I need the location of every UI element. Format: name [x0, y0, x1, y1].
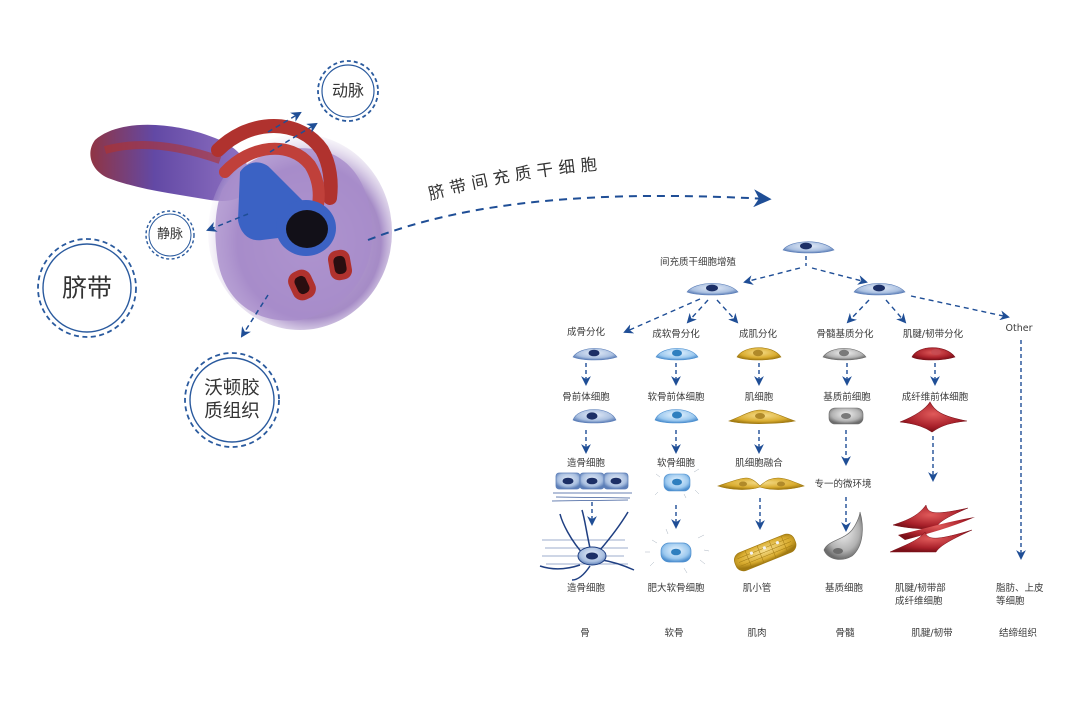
cartilage-cell-1 — [655, 348, 699, 361]
hypertrophic-chondrocyte-cell — [645, 528, 710, 574]
artery-tube-2 — [219, 142, 325, 211]
bone-precursor-cell — [572, 409, 617, 424]
myotube-label: 肌小管 — [742, 583, 772, 594]
myocyte-fusion-cells — [717, 477, 805, 490]
hypertrophic-chondrocyte-label: 肥大软骨细胞 — [647, 583, 705, 594]
label-circles — [37, 60, 379, 448]
msc-curve-label: 脐带间充质干细胞 — [426, 154, 603, 204]
wharton-jelly-line2: 质组织 — [204, 401, 260, 422]
vein-circle — [145, 210, 195, 260]
myocyte-cell — [728, 409, 797, 424]
arrow-to-artery-1 — [267, 111, 302, 133]
arrow-to-vein — [206, 213, 249, 232]
arrow-to-right-stem — [811, 267, 868, 285]
tendon-fibroblast-line1: 肌腱/韧带部 — [895, 583, 946, 594]
marrow-differentiation-label: 骨髓基质分化 — [816, 329, 874, 340]
cord-arrows — [206, 111, 318, 338]
myocyte-fusion-label: 肌细胞融合 — [735, 458, 783, 469]
umbilical-cord-illustration — [90, 119, 392, 330]
cartilage-precursor-cell — [654, 409, 699, 424]
bone-precursor-label: 骨前体细胞 — [562, 392, 610, 403]
osteocyte-label: 造骨细胞 — [566, 583, 606, 594]
artery-tube-1 — [211, 119, 338, 205]
osteoblast-label: 造骨细胞 — [566, 458, 606, 469]
myotube — [734, 533, 797, 572]
tissue-marrow: 骨髓 — [835, 628, 855, 639]
artery-circle — [317, 60, 379, 122]
other-cells-line2: 等细胞 — [996, 596, 1025, 607]
stromal-cell — [823, 511, 863, 560]
arrow-to-wharton — [240, 294, 269, 338]
chondrocyte-label: 软骨细胞 — [656, 458, 696, 469]
stem-cell-right — [853, 283, 906, 296]
muscle-cell-1 — [736, 347, 782, 361]
arrows-row2 — [581, 430, 938, 482]
proliferation-label: 间充质干细胞增殖 — [660, 257, 737, 268]
cartilage-precursor-label: 软骨前体细胞 — [647, 392, 705, 403]
bone-differentiation-label: 成骨分化 — [566, 327, 606, 338]
muscle-differentiation-label: 成肌分化 — [738, 329, 778, 340]
tissue-cartilage: 软骨 — [664, 628, 684, 639]
other-cells-line1: 脂肪、上皮 — [996, 583, 1044, 594]
stromal-precursor-label: 基质前细胞 — [823, 392, 871, 403]
differentiation-tree — [539, 241, 1026, 581]
arrows-row1 — [581, 363, 940, 386]
tissue-tendon: 肌腱/韧带 — [911, 628, 953, 639]
tendon-fibroblast-label: 肌腱/韧带部 成纤维细胞 — [895, 582, 946, 608]
stem-cell-top — [782, 241, 835, 254]
stromal-precursor-cell — [828, 407, 864, 425]
wharton-jelly-line1: 沃顿胶 — [204, 377, 260, 399]
other-cells-label: 脂肪、上皮 等细胞 — [996, 582, 1044, 608]
wharton-jelly-circle — [184, 352, 280, 448]
tendon-cell-1 — [911, 347, 956, 361]
osteocyte-cell — [539, 509, 635, 581]
cartilage-differentiation-label: 成软骨分化 — [652, 329, 700, 340]
artery-label: 动脉 — [331, 81, 365, 100]
tendon-differentiation-label: 肌腱/韧带分化 — [902, 329, 964, 340]
fibroblast-precursor-cell — [899, 401, 968, 433]
other-label: Other — [1005, 323, 1033, 334]
stromal-cell-label: 基质细胞 — [824, 583, 864, 594]
artery-lumens — [288, 249, 353, 301]
arrow-to-left-stem — [743, 267, 801, 285]
stem-cell-left — [686, 283, 739, 296]
wharton-jelly-label: 沃顿胶 质组织 — [204, 377, 260, 423]
tissue-muscle: 肌肉 — [747, 628, 767, 639]
tissue-connective: 结缔组织 — [998, 628, 1038, 639]
niche-label: 专一的微环境 — [814, 479, 872, 490]
msc-curved-arrow — [367, 189, 772, 241]
myocyte-label: 肌细胞 — [744, 392, 774, 403]
tissue-bone: 骨 — [580, 628, 590, 639]
tendon-fibroblast-cells — [889, 504, 975, 553]
marrow-cell-1 — [822, 348, 867, 361]
vein-label: 静脉 — [156, 226, 184, 242]
bone-cell-1 — [572, 348, 618, 361]
umbilical-cord-label: 脐带 — [61, 273, 113, 303]
umbilical-cord-circle — [37, 238, 137, 338]
osteoblast-row — [551, 472, 632, 502]
tendon-fibroblast-line2: 成纤维细胞 — [895, 596, 943, 607]
fibroblast-precursor-label: 成纤维前体细胞 — [901, 392, 969, 403]
arrows-row3 — [587, 340, 1026, 560]
chondrocyte-cell — [654, 465, 700, 499]
